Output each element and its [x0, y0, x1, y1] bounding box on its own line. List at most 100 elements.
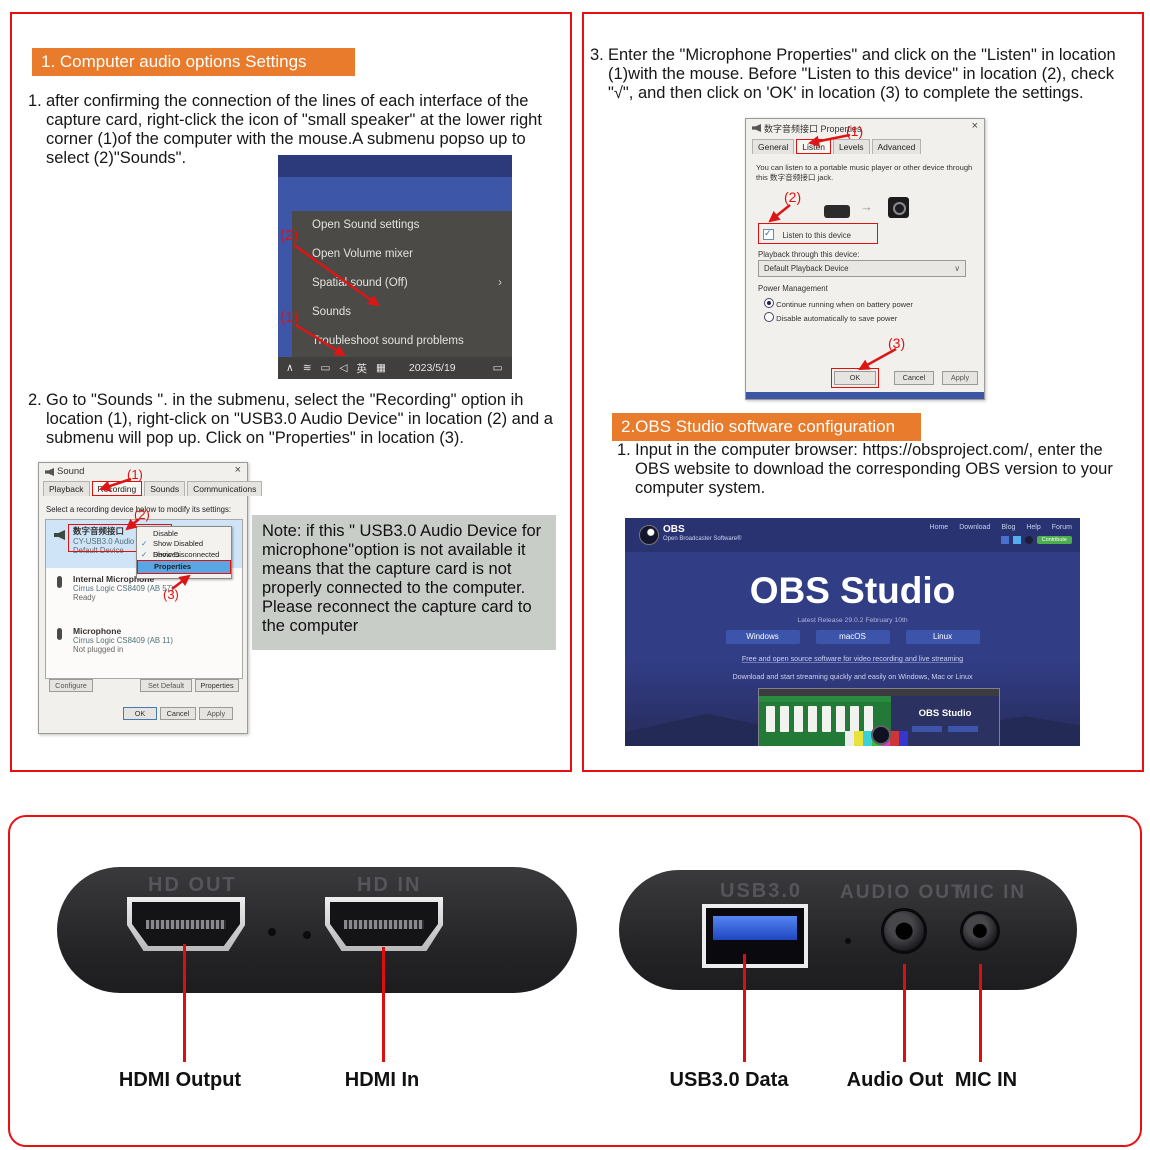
menu-item-show-disabled[interactable]: ✓Show Disabled Devices: [141, 539, 204, 559]
pointer-line-hdmi-in: [382, 947, 385, 1062]
hd-in-label: HD IN: [357, 874, 422, 896]
led-dot: [845, 938, 851, 944]
tab-playback[interactable]: Playback: [43, 481, 90, 496]
keyboard-icon[interactable]: ▦: [376, 362, 386, 374]
device-internal-microphone[interactable]: Internal Microphone Cirrus Logic CS8409 …: [46, 568, 242, 620]
apply-button[interactable]: Apply: [942, 371, 978, 385]
nav-blog[interactable]: Blog: [1001, 524, 1016, 531]
tab-communications[interactable]: Communications: [187, 481, 263, 496]
menu-item-sounds[interactable]: Sounds: [312, 306, 352, 318]
nav-download[interactable]: Download: [959, 524, 991, 531]
download-macos-button[interactable]: macOS: [815, 630, 890, 644]
led-dot: [303, 931, 311, 939]
step-1-text: 1. after confirming the connection of th…: [28, 92, 542, 167]
tab-general[interactable]: General: [752, 139, 795, 154]
annotation-1: (1): [280, 309, 299, 326]
device-context-menu: Disable ✓Show Disabled Devices ✓Show Dis…: [136, 526, 232, 579]
taskbar-date: 2023/5/19: [408, 362, 456, 374]
screenshot-sound-dialog: Sound × Playback Recording Sounds Commun…: [38, 462, 263, 734]
tab-recording[interactable]: Recording: [91, 481, 143, 496]
speaker-icon: [752, 124, 761, 132]
cancel-button[interactable]: Cancel: [160, 707, 196, 720]
capture-card-hdmi-side: HD OUT HD IN: [57, 867, 577, 993]
download-windows-button[interactable]: Windows: [725, 630, 800, 644]
menu-item-open-volume-mixer[interactable]: Open Volume mixer: [312, 248, 413, 260]
radio-selected-icon[interactable]: [764, 298, 774, 308]
speaker-tray-icon[interactable]: ◁: [339, 362, 348, 374]
screenshot-sound-context-menu: Open Sound settings Open Volume mixer Sp…: [278, 155, 512, 379]
twitter-icon[interactable]: [1012, 536, 1021, 544]
led-dot: [268, 928, 276, 936]
ime-language-icon[interactable]: 英: [356, 362, 368, 375]
microphone-icon: [57, 576, 62, 588]
desktop-edge-strip: [746, 392, 984, 399]
obs-tagline-1: Free and open source software for video …: [741, 654, 964, 663]
nav-help[interactable]: Help: [1026, 524, 1041, 531]
obs-release-line: Latest Release 29.0.2 February 10th: [797, 617, 908, 624]
ok-button[interactable]: OK: [123, 707, 157, 720]
nav-forum[interactable]: Forum: [1051, 524, 1072, 531]
mic-in-label: MIC IN: [955, 882, 1027, 903]
close-icon[interactable]: ×: [234, 464, 241, 476]
set-default-button[interactable]: Set Default: [140, 679, 192, 692]
obs-hero-title: OBS Studio: [749, 570, 956, 611]
radio-continue-running[interactable]: Continue running when on battery power: [764, 297, 913, 309]
menu-item-troubleshoot[interactable]: Troubleshoot sound problems: [312, 335, 464, 347]
obs-header: OBS Open Broadcaster Software® Home Down…: [625, 518, 1080, 552]
mic-in-jack: [960, 911, 1000, 951]
menu-item-open-sound-settings[interactable]: Open Sound settings: [312, 219, 420, 231]
panel-device-ports: HD OUT HD IN USB3.0 AUDIO OUT MIC IN HDM…: [8, 815, 1142, 1147]
usb3-label: USB3.0: [720, 880, 803, 902]
menu-item-properties[interactable]: Properties: [137, 560, 231, 574]
step-2-text: 2. Go to "Sounds ". in the submenu, sele…: [28, 391, 553, 447]
download-linux-button[interactable]: Linux: [905, 630, 980, 644]
tray-chevron-icon[interactable]: ∧: [286, 362, 294, 374]
tab-levels[interactable]: Levels: [832, 139, 870, 154]
annotation-arrows: [768, 133, 897, 371]
speaker-icon: [45, 468, 54, 476]
obs-tagline-2: Download and start streaming quickly and…: [732, 672, 973, 681]
caption-mic-in: MIC IN: [954, 1069, 1018, 1091]
facebook-icon[interactable]: [1000, 536, 1009, 544]
dialog-title: 数字音频接口 Properties: [764, 124, 862, 134]
tab-advanced[interactable]: Advanced: [871, 139, 922, 154]
check-icon: ✓: [141, 539, 148, 548]
github-icon[interactable]: [1024, 536, 1033, 544]
tab-listen[interactable]: Listen: [796, 139, 831, 154]
chevron-right-icon: ›: [498, 277, 502, 289]
annotation-1: (1): [127, 467, 143, 482]
configure-button[interactable]: Configure: [49, 679, 93, 692]
nav-home[interactable]: Home: [929, 524, 949, 531]
wifi-icon[interactable]: ≋: [302, 362, 312, 374]
radio-disable-to-save[interactable]: Disable automatically to save power: [764, 311, 897, 323]
close-icon[interactable]: ×: [971, 120, 978, 132]
panel-audio-settings: 1. Computer audio options Settings 1. af…: [10, 12, 572, 772]
annotation-2: (2): [280, 227, 299, 244]
menu-item-disable[interactable]: Disable: [153, 529, 179, 538]
menu-item-spatial-sound[interactable]: Spatial sound (Off)›: [292, 269, 512, 298]
notification-icon[interactable]: ▭: [492, 362, 503, 374]
step-3-text: 3. Enter the "Microphone Properties" and…: [590, 46, 1116, 102]
menu-item-show-disconnected[interactable]: ✓Show Disconnected Devices: [141, 550, 220, 570]
checkbox-checked-icon[interactable]: [763, 228, 774, 240]
annotation-2: (2): [134, 507, 150, 522]
properties-button[interactable]: Properties: [195, 679, 239, 692]
annotation-3: (3): [163, 587, 179, 602]
audio-out-label: AUDIO OUT: [840, 882, 965, 903]
battery-icon[interactable]: ▭: [320, 362, 331, 374]
ok-button[interactable]: OK: [831, 368, 879, 388]
tab-sounds[interactable]: Sounds: [144, 481, 186, 496]
apply-button[interactable]: Apply: [199, 707, 233, 720]
section-1-heading: 1. Computer audio options Settings: [32, 48, 355, 76]
hdmi-input-port: [325, 897, 443, 951]
annotation-3: (3): [888, 335, 906, 351]
check-icon: ✓: [141, 550, 148, 559]
device-microphone[interactable]: Microphone Cirrus Logic CS8409 (AB 11) N…: [46, 620, 242, 672]
cancel-button[interactable]: Cancel: [894, 371, 934, 385]
listen-checkbox-row[interactable]: Listen to this device: [758, 223, 878, 244]
obs-logo-text: OBS: [663, 524, 685, 535]
playback-device-select[interactable]: Default Playback Device ∨: [758, 260, 966, 277]
caption-usb3-data: USB3.0 Data: [669, 1069, 789, 1091]
contribute-button[interactable]: Contribute: [1036, 536, 1072, 544]
radio-icon[interactable]: [764, 312, 774, 322]
